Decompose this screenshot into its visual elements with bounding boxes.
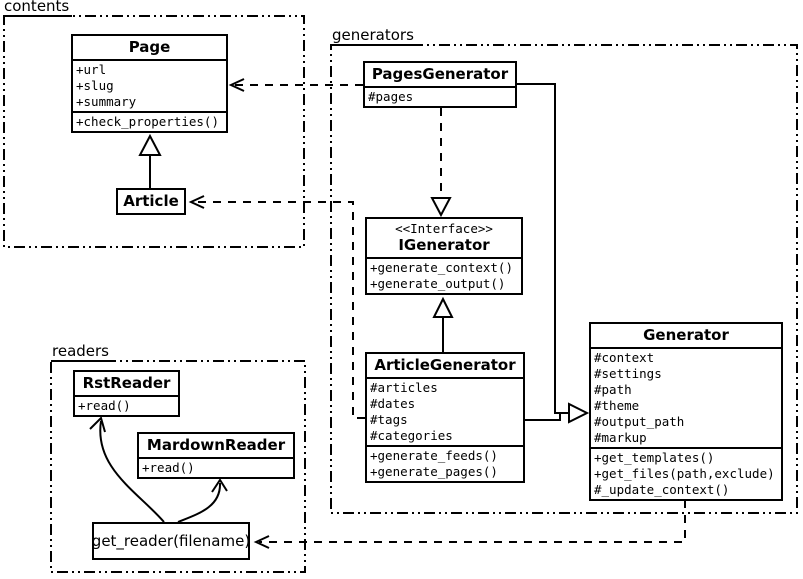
- dependency-pagesgenerator-to-page: [228, 78, 363, 92]
- class-rstreader-methods: +read(): [75, 395, 178, 415]
- class-page-methods: +check_properties(): [73, 111, 226, 131]
- package-label-generators: generators: [331, 27, 417, 46]
- class-page-attributes: +url +slug +summary: [73, 59, 226, 111]
- function-get-reader: get_reader(filename): [92, 522, 250, 560]
- method: +read(): [142, 460, 195, 475]
- attribute: +slug: [76, 78, 114, 93]
- class-rstreader-title: RstReader: [82, 374, 171, 392]
- class-mardownreader-title: MardownReader: [146, 436, 286, 454]
- class-generator-title: Generator: [643, 326, 729, 344]
- class-rstreader: RstReader +read(): [73, 370, 180, 417]
- interface-igenerator: <<Interface>> IGenerator +generate_conte…: [365, 217, 523, 295]
- realization-pagesgenerator-to-igenerator: [430, 108, 452, 218]
- class-article: Article: [116, 188, 186, 215]
- open-arrowhead-icon: [211, 478, 228, 493]
- attribute: #pages: [368, 89, 414, 104]
- class-mardownreader: MardownReader +read(): [137, 432, 295, 479]
- dependency-articlegenerator-to-article: [188, 195, 365, 419]
- open-arrowhead-icon: [188, 195, 205, 209]
- class-articlegenerator-attributes: #articles #dates #tags #categories: [367, 377, 523, 445]
- interface-igenerator-methods: +generate_context() +generate_output(): [367, 257, 521, 293]
- attribute: #categories: [370, 428, 453, 443]
- method: +generate_context(): [370, 260, 513, 275]
- class-page: Page +url +slug +summary +check_properti…: [71, 34, 228, 133]
- class-articlegenerator-title: ArticleGenerator: [374, 356, 516, 374]
- method: +generate_output(): [370, 276, 506, 291]
- interface-stereotype: <<Interface>>: [395, 221, 493, 236]
- attribute: #tags: [370, 412, 408, 427]
- package-contents-border: [3, 15, 305, 248]
- package-label-readers: readers: [51, 343, 112, 362]
- class-generator-methods: +get_templates() +get_files(path,exclude…: [591, 447, 781, 499]
- class-pagesgenerator-attributes: #pages: [365, 86, 515, 106]
- dependency-generator-to-getreader: [253, 500, 686, 549]
- arrow-getreader-to-mardownreader: [177, 478, 228, 523]
- class-article-title: Article: [123, 192, 179, 210]
- package-readers-border: [50, 360, 306, 573]
- method: +get_templates(): [594, 450, 715, 465]
- method: +read(): [78, 398, 131, 413]
- attribute: #markup: [594, 430, 647, 445]
- package-label-contents: contents: [3, 0, 73, 17]
- attribute: +summary: [76, 94, 137, 109]
- method: +generate_feeds(): [370, 448, 498, 463]
- method: +check_properties(): [76, 114, 219, 129]
- method: +get_files(path,exclude): [594, 466, 775, 481]
- class-articlegenerator: ArticleGenerator #articles #dates #tags …: [365, 352, 525, 483]
- generalization-articlegenerator-to-igenerator: [432, 296, 454, 352]
- open-arrowhead-icon: [253, 535, 270, 549]
- attribute: #theme: [594, 398, 640, 413]
- attribute: #output_path: [594, 414, 685, 429]
- function-get-reader-label: get_reader(filename): [91, 532, 251, 550]
- package-generators-border: [330, 44, 798, 514]
- open-arrowhead-icon: [89, 416, 106, 433]
- class-articlegenerator-methods: +generate_feeds() +generate_pages(): [367, 445, 523, 481]
- class-pagesgenerator: PagesGenerator #pages: [363, 61, 517, 108]
- interface-igenerator-title: IGenerator: [398, 236, 490, 254]
- class-page-title: Page: [128, 38, 171, 56]
- attribute: +url: [76, 62, 107, 77]
- attribute: #context: [594, 350, 655, 365]
- class-pagesgenerator-title: PagesGenerator: [371, 65, 509, 83]
- attribute: #articles: [370, 380, 438, 395]
- generalization-to-generator: [517, 83, 590, 424]
- attribute: #dates: [370, 396, 416, 411]
- method: #_update_context(): [594, 482, 730, 497]
- open-arrowhead-icon: [228, 78, 245, 92]
- class-generator: Generator #context #settings #path #them…: [589, 322, 783, 501]
- interface-igenerator-header: <<Interface>> IGenerator: [367, 219, 521, 257]
- class-generator-attributes: #context #settings #path #theme #output_…: [591, 347, 781, 447]
- generalization-article-to-page: [138, 133, 162, 188]
- arrow-getreader-to-rstreader: [89, 416, 165, 523]
- attribute: #settings: [594, 366, 662, 381]
- class-mardownreader-methods: +read(): [139, 457, 293, 477]
- attribute: #path: [594, 382, 632, 397]
- method: +generate_pages(): [370, 464, 498, 479]
